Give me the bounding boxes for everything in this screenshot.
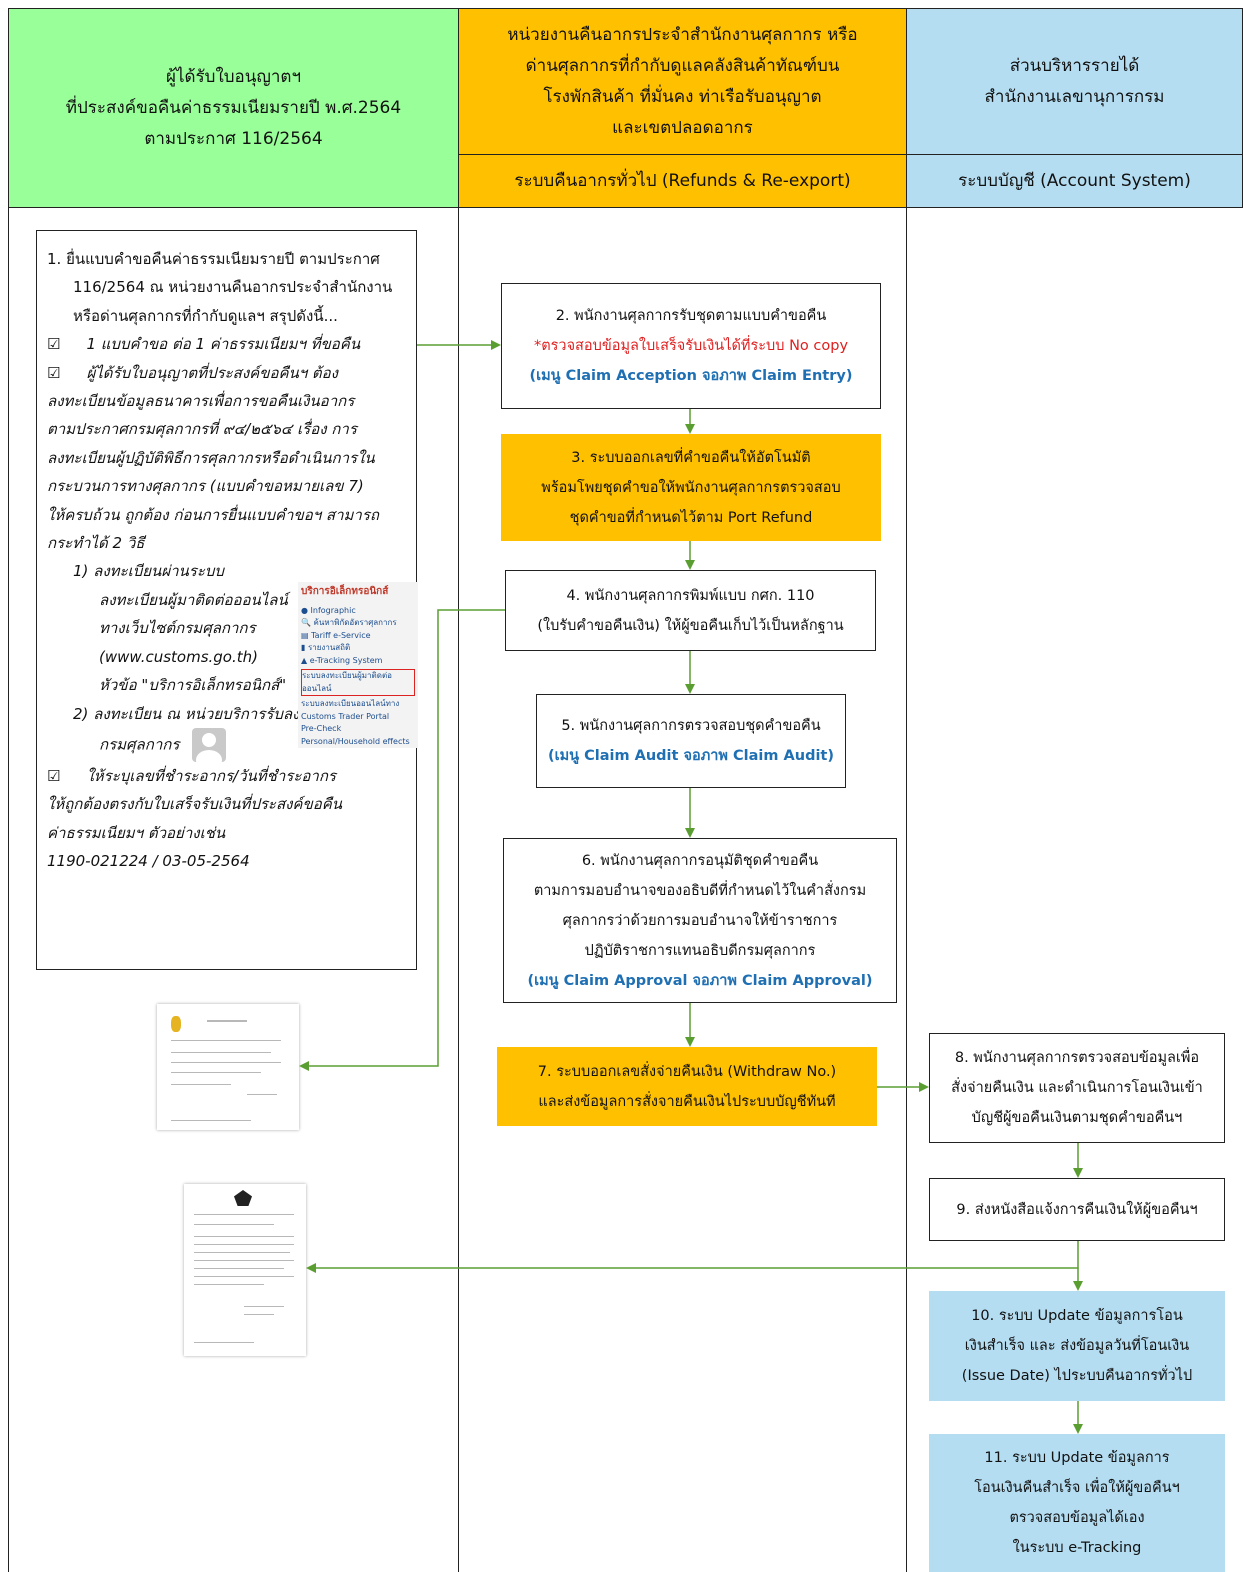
- step-10-box: 10. ระบบ Update ข้อมูลการโอนเงินสำเร็จ แ…: [929, 1291, 1225, 1401]
- step-3-box: 3. ระบบออกเลขที่คำขอคืนให้อัตโนมัติพร้อม…: [501, 434, 881, 541]
- lane-border-mid1: [458, 207, 459, 1572]
- checkbox-icon: ☑: [47, 766, 61, 785]
- step-9-box: 9. ส่งหนังสือแจ้งการคืนเงินให้ผู้ขอคืนฯ: [929, 1178, 1225, 1241]
- checkbox-icon: ☑: [47, 363, 61, 382]
- header-refund-unit: หน่วยงานคืนอากรประจำสำนักงานศุลกากร หรือ…: [458, 8, 907, 155]
- arrow-9-to-letter: [306, 1241, 1079, 1273]
- lane-border-mid2: [906, 207, 907, 1572]
- step-1-box: 1. ยื่นแบบคำขอคืนค่าธรรมเนียมรายปี ตามปร…: [36, 230, 417, 970]
- refund-receipt-form-thumbnail: [157, 1004, 299, 1130]
- avatar-icon: [192, 727, 227, 762]
- step-8-box: 8. พนักงานศุลกากรตรวจสอบข้อมูลเพื่อสั่งจ…: [929, 1033, 1225, 1143]
- step-2-box: 2. พนักงานศุลกากรรับชุดตามแบบคำขอคืน *ตร…: [501, 283, 881, 409]
- garuda-emblem-icon: [234, 1190, 252, 1206]
- header-refund-system: ระบบคืนอากรทั่วไป (Refunds & Re-export): [458, 154, 907, 208]
- arrow-4-to-receipt: [299, 609, 505, 1071]
- step-7-box: 7. ระบบออกเลขสั่งจ่ายคืนเงิน (Withdraw N…: [497, 1047, 877, 1126]
- step-11-box: 11. ระบบ Update ข้อมูลการโอนเงินคืนสำเร็…: [929, 1434, 1225, 1572]
- checkbox-icon: ☑: [47, 335, 61, 354]
- header-account-system: ระบบบัญชี (Account System): [906, 154, 1243, 208]
- step-6-box: 6. พนักงานศุลกากรอนุมัติชุดคำขอคืนตามการ…: [503, 838, 897, 1003]
- refund-notice-letter-thumbnail: [184, 1184, 306, 1356]
- step-4-box: 4. พนักงานศุลกากรพิมพ์แบบ กศก. 110(ใบรับ…: [505, 570, 876, 651]
- header-applicant: ผู้ได้รับใบอนุญาตฯที่ประสงค์ขอคืนค่าธรรม…: [8, 8, 459, 208]
- header-revenue-unit: ส่วนบริหารรายได้สำนักงานเลขานุการกรม: [906, 8, 1243, 155]
- customs-website-menu: บริการอิเล็กทรอนิกส์ ● Infographic 🔍 ค้น…: [298, 582, 418, 748]
- step-5-box: 5. พนักงานศุลกากรตรวจสอบชุดคำขอคืน(เมนู …: [536, 694, 846, 788]
- lane-border-left: [8, 207, 9, 1572]
